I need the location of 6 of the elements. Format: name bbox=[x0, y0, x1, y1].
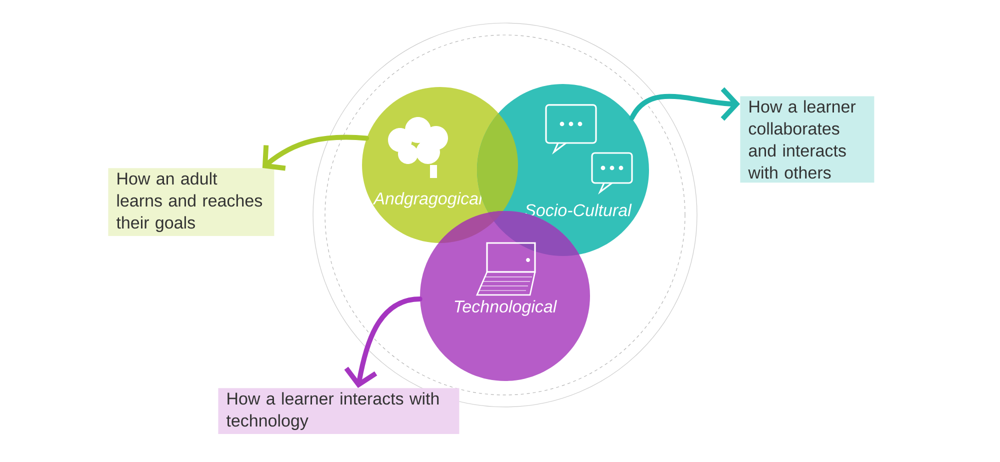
highlighted-text: How a learner collaborates and interacts with others bbox=[740, 96, 874, 183]
highlighted-text: How a learner interacts with technology bbox=[218, 388, 460, 434]
curved-arrow bbox=[344, 296, 422, 388]
curved-arrow bbox=[262, 134, 370, 171]
curved-arrow bbox=[629, 87, 740, 121]
highlighted-text: How an adult learns and reaches their goals bbox=[108, 168, 274, 236]
